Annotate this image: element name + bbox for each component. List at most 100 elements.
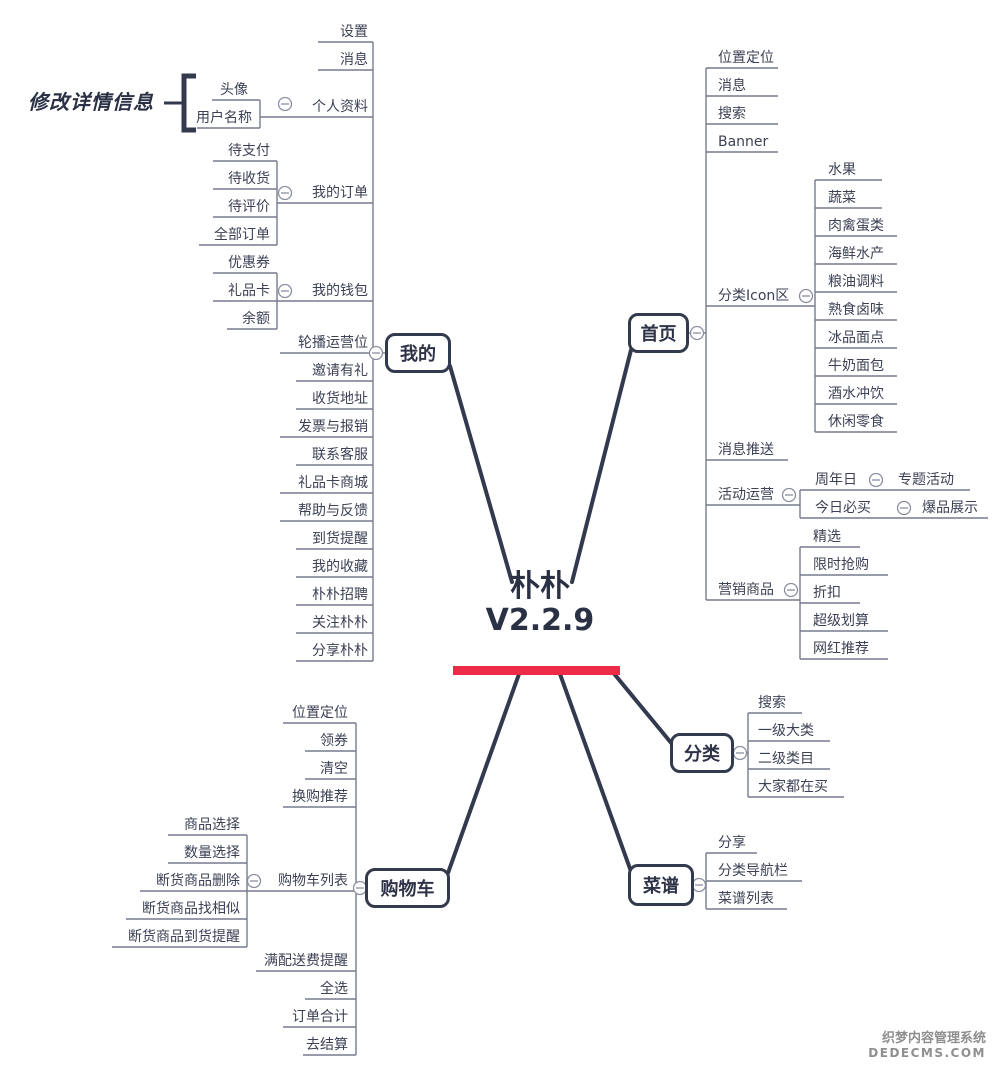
leaf-help-feedback[interactable]: 帮助与反馈: [298, 503, 368, 519]
leaf-all-orders[interactable]: 全部订单: [214, 227, 270, 243]
leaf-campaigns[interactable]: 活动运营: [718, 487, 774, 503]
leaf-avatar[interactable]: 头像: [220, 82, 248, 98]
leaf-my-orders[interactable]: 我的订单: [312, 185, 368, 201]
leaf-gift-card[interactable]: 礼品卡: [228, 283, 270, 299]
leaf-featured[interactable]: 精选: [813, 529, 841, 545]
leaf-exchange-recommend[interactable]: 换购推荐: [292, 789, 348, 805]
annotation-note[interactable]: 修改详情信息: [28, 90, 154, 114]
leaf-share-app[interactable]: 分享朴朴: [312, 643, 368, 659]
tree-connectors: [112, 41, 988, 1056]
leaf-level1[interactable]: 一级大类: [758, 723, 814, 739]
leaf-marketing[interactable]: 营销商品: [718, 582, 774, 598]
watermark-line1: 织梦内容管理系统: [881, 1031, 986, 1046]
leaf-quantity-select[interactable]: 数量选择: [184, 845, 240, 861]
leaf-daily-must-buy[interactable]: 今日必买: [815, 500, 871, 516]
leaf-home-banner[interactable]: Banner: [718, 134, 769, 150]
leaf-home-messages[interactable]: 消息: [718, 78, 746, 94]
leaf-vegetable[interactable]: 蔬菜: [828, 190, 856, 206]
node-recipes[interactable]: 菜谱: [628, 864, 694, 906]
leaf-address[interactable]: 收货地址: [312, 391, 368, 407]
leaf-level2[interactable]: 二级类目: [758, 751, 814, 767]
leaf-cart-list[interactable]: 购物车列表: [278, 873, 348, 889]
root-underline-bar: [453, 666, 620, 675]
leaf-cooked-food[interactable]: 熟食卤味: [828, 302, 884, 318]
collapse-minus-icon[interactable]: [798, 288, 814, 304]
leaf-anniversary[interactable]: 周年日: [815, 472, 857, 488]
leaf-milk-bread[interactable]: 牛奶面包: [828, 358, 884, 374]
collapse-minus-icon[interactable]: [783, 582, 799, 598]
collapse-minus-icon[interactable]: [732, 745, 748, 761]
leaf-arrival-reminder[interactable]: 到货提醒: [312, 531, 368, 547]
leaf-oos-similar[interactable]: 断货商品找相似: [142, 901, 240, 917]
leaf-coupons[interactable]: 优惠券: [228, 255, 270, 271]
collapse-minus-icon[interactable]: [691, 877, 707, 893]
leaf-get-coupon[interactable]: 领券: [320, 733, 348, 749]
collapse-minus-icon[interactable]: [781, 487, 797, 503]
leaf-my-wallet[interactable]: 我的钱包: [312, 283, 368, 299]
leaf-select-all[interactable]: 全选: [320, 981, 348, 997]
collapse-minus-icon[interactable]: [368, 345, 384, 361]
leaf-gift-card-mall[interactable]: 礼品卡商城: [298, 475, 368, 491]
leaf-cat-search[interactable]: 搜索: [758, 695, 786, 711]
collapse-minus-icon[interactable]: [896, 500, 912, 516]
leaf-snacks[interactable]: 休闲零食: [828, 414, 884, 430]
root-title: 朴朴: [510, 569, 570, 604]
leaf-checkout[interactable]: 去结算: [306, 1037, 348, 1053]
leaf-follow[interactable]: 关注朴朴: [312, 615, 368, 631]
collapse-minus-icon[interactable]: [689, 325, 705, 341]
leaf-home-location[interactable]: 位置定位: [718, 50, 774, 66]
leaf-category-icon-area[interactable]: 分类Icon区: [718, 288, 790, 304]
leaf-theme-activity[interactable]: 专题活动: [898, 472, 954, 488]
leaf-customer-service[interactable]: 联系客服: [312, 447, 368, 463]
leaf-cart-location[interactable]: 位置定位: [292, 705, 348, 721]
root-node[interactable]: 朴朴 V2.2.9: [440, 570, 640, 638]
node-category[interactable]: 分类: [670, 733, 734, 773]
leaf-recipe-share[interactable]: 分享: [718, 835, 746, 851]
leaf-fruit[interactable]: 水果: [828, 162, 856, 178]
leaf-frozen[interactable]: 冰品面点: [828, 330, 884, 346]
leaf-seafood[interactable]: 海鲜水产: [828, 246, 884, 262]
watermark-line2: DEDECMS.COM: [868, 1046, 986, 1060]
leaf-delivery-fee-reminder[interactable]: 满配送费提醒: [264, 953, 348, 969]
leaf-invoice[interactable]: 发票与报销: [298, 419, 368, 435]
leaf-pending-review[interactable]: 待评价: [228, 199, 270, 215]
leaf-oos-arrival[interactable]: 断货商品到货提醒: [128, 929, 240, 945]
leaf-username[interactable]: 用户名称: [196, 110, 252, 126]
leaf-balance[interactable]: 余额: [242, 311, 270, 327]
leaf-discount[interactable]: 折扣: [813, 585, 841, 601]
leaf-super-deal[interactable]: 超级划算: [813, 613, 869, 629]
collapse-minus-icon[interactable]: [277, 96, 293, 112]
leaf-messages[interactable]: 消息: [340, 52, 368, 68]
leaf-invite-reward[interactable]: 邀请有礼: [312, 363, 368, 379]
collapse-minus-icon[interactable]: [246, 873, 262, 889]
leaf-meat-eggs[interactable]: 肉禽蛋类: [828, 218, 884, 234]
leaf-recipe-list[interactable]: 菜谱列表: [718, 891, 774, 907]
leaf-pending-receipt[interactable]: 待收货: [228, 171, 270, 187]
leaf-item-select[interactable]: 商品选择: [184, 817, 240, 833]
leaf-drinks[interactable]: 酒水冲饮: [828, 386, 884, 402]
leaf-recruiting[interactable]: 朴朴招聘: [312, 587, 368, 603]
leaf-everyone-buys[interactable]: 大家都在买: [758, 779, 828, 795]
leaf-grain-oil[interactable]: 粮油调料: [828, 274, 884, 290]
collapse-minus-icon[interactable]: [868, 472, 884, 488]
leaf-favorites[interactable]: 我的收藏: [312, 559, 368, 575]
leaf-influencer-picks[interactable]: 网红推荐: [813, 641, 869, 657]
leaf-settings[interactable]: 设置: [340, 24, 368, 40]
leaf-home-search[interactable]: 搜索: [718, 106, 746, 122]
leaf-clear-cart[interactable]: 清空: [320, 761, 348, 777]
leaf-pending-payment[interactable]: 待支付: [228, 143, 270, 159]
leaf-carousel-ops[interactable]: 轮播运营位: [298, 335, 368, 351]
leaf-recipe-nav[interactable]: 分类导航栏: [718, 863, 788, 879]
node-cart[interactable]: 购物车: [365, 868, 450, 908]
watermark: 织梦内容管理系统 DEDECMS.COM: [868, 1031, 986, 1060]
leaf-hot-display[interactable]: 爆品展示: [922, 500, 978, 516]
collapse-minus-icon[interactable]: [277, 283, 293, 299]
leaf-oos-delete[interactable]: 断货商品删除: [156, 873, 240, 889]
node-home[interactable]: 首页: [628, 313, 689, 353]
collapse-minus-icon[interactable]: [277, 185, 293, 201]
leaf-push[interactable]: 消息推送: [718, 442, 774, 458]
node-profile[interactable]: 我的: [385, 333, 451, 373]
leaf-flash-sale[interactable]: 限时抢购: [813, 557, 869, 573]
leaf-personal-info[interactable]: 个人资料: [312, 99, 368, 115]
leaf-order-total[interactable]: 订单合计: [292, 1009, 348, 1025]
